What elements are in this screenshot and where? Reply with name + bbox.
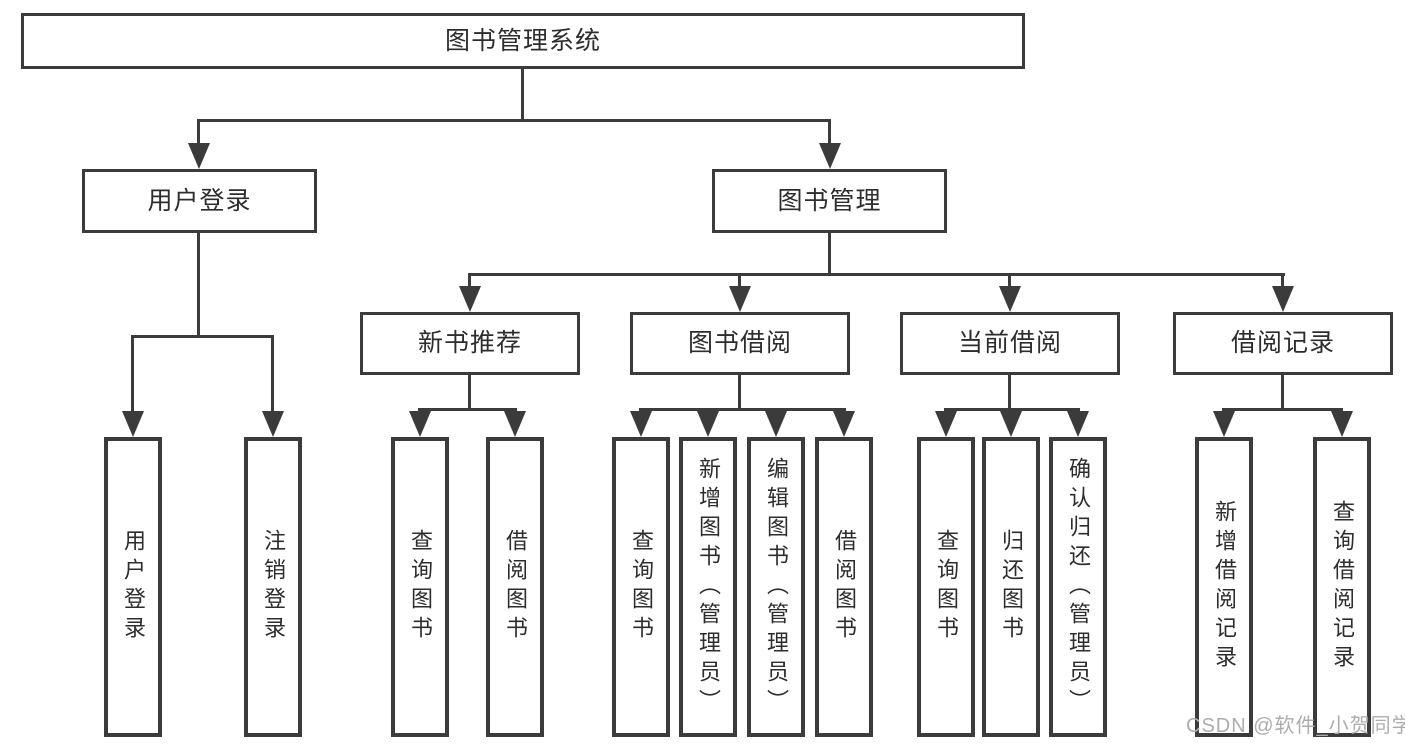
leaf-confirm-return-admin-label: 确认归还（管理员）	[1066, 456, 1091, 718]
arrow-down-icon	[729, 286, 751, 312]
arrow-down-icon	[999, 286, 1021, 312]
leaf-query-book-borrow: 查询图书	[612, 437, 670, 737]
leaf-query-borrow-record: 查询借阅记录	[1313, 437, 1371, 737]
node-borrow-record: 借阅记录	[1173, 312, 1393, 375]
node-user-login: 用户登录	[82, 169, 317, 233]
node-root-label: 图书管理系统	[444, 26, 601, 55]
leaf-query-book-current-label: 查询图书	[934, 529, 959, 645]
arrow-down-icon	[504, 411, 526, 437]
arrow-down-icon	[1213, 411, 1235, 437]
leaf-borrow-book-recommend: 借阅图书	[486, 437, 544, 737]
connector-line	[197, 119, 200, 147]
arrow-down-icon	[459, 286, 481, 312]
leaf-edit-book-admin: 编辑图书（管理员）	[747, 437, 805, 737]
connector-line	[271, 335, 274, 413]
leaf-borrow-book-label: 借阅图书	[832, 529, 857, 645]
node-book-borrow: 图书借阅	[630, 312, 850, 375]
leaf-add-book-admin: 新增图书（管理员）	[679, 437, 737, 737]
leaf-add-borrow-record-label: 新增借阅记录	[1212, 500, 1237, 674]
arrow-down-icon	[630, 411, 652, 437]
connector-line	[131, 335, 274, 338]
leaf-borrow-book: 借阅图书	[815, 437, 873, 737]
connector-line	[1281, 375, 1284, 408]
arrow-down-icon	[935, 411, 957, 437]
connector-line	[131, 335, 134, 413]
leaf-return-book-label: 归还图书	[999, 529, 1024, 645]
leaf-query-book-recommend-label: 查询图书	[408, 529, 433, 645]
leaf-add-book-admin-label: 新增图书（管理员）	[696, 456, 721, 718]
leaf-query-book-current: 查询图书	[917, 437, 975, 737]
leaf-logout-login: 注销登录	[244, 437, 302, 737]
connector-line	[738, 273, 741, 290]
arrow-down-icon	[833, 411, 855, 437]
connector-line	[1222, 408, 1343, 411]
node-borrow-record-label: 借阅记录	[1230, 329, 1335, 357]
node-book-borrow-label: 图书借阅	[687, 329, 792, 357]
arrow-down-icon	[1000, 411, 1022, 437]
node-user-login-label: 用户登录	[147, 186, 252, 215]
leaf-query-borrow-record-label: 查询借阅记录	[1330, 500, 1355, 674]
connector-line	[197, 233, 200, 335]
arrow-down-icon	[1331, 411, 1353, 437]
connector-line	[828, 233, 831, 273]
connector-line	[1281, 273, 1284, 290]
leaf-logout-login-label: 注销登录	[261, 529, 286, 645]
connector-line	[1008, 273, 1011, 290]
arrow-down-icon	[765, 411, 787, 437]
connector-line	[468, 273, 471, 290]
arrow-down-icon	[122, 411, 144, 437]
node-current-borrow-label: 当前借阅	[957, 329, 1062, 357]
connector-line	[468, 375, 471, 408]
connector-line	[418, 408, 517, 411]
arrow-down-icon	[409, 411, 431, 437]
node-root: 图书管理系统	[21, 13, 1025, 69]
leaf-user-login: 用户登录	[104, 437, 162, 737]
leaf-return-book: 归还图书	[982, 437, 1040, 737]
node-book-management-label: 图书管理	[777, 186, 882, 215]
leaf-borrow-book-recommend-label: 借阅图书	[503, 529, 528, 645]
connector-line	[468, 273, 1285, 276]
connector-line	[828, 119, 831, 147]
arrow-down-icon	[1067, 411, 1089, 437]
leaf-edit-book-admin-label: 编辑图书（管理员）	[764, 456, 789, 718]
connector-line	[1008, 375, 1011, 408]
connector-line	[639, 408, 846, 411]
node-new-book-recommend-label: 新书推荐	[417, 329, 522, 357]
leaf-confirm-return-admin: 确认归还（管理员）	[1049, 437, 1107, 737]
connector-line	[738, 375, 741, 408]
node-book-management: 图书管理	[712, 169, 947, 233]
arrow-down-icon	[819, 143, 841, 169]
connector-line	[197, 119, 831, 122]
leaf-user-login-label: 用户登录	[121, 529, 146, 645]
watermark: CSDN @软件_小贺同学	[1186, 715, 1405, 737]
leaf-query-book-borrow-label: 查询图书	[629, 529, 654, 645]
connector-line	[521, 68, 524, 119]
connector-line	[944, 408, 1080, 411]
leaf-add-borrow-record: 新增借阅记录	[1195, 437, 1253, 737]
node-new-book-recommend: 新书推荐	[360, 312, 580, 375]
leaf-query-book-recommend: 查询图书	[391, 437, 449, 737]
arrow-down-icon	[262, 411, 284, 437]
arrow-down-icon	[1272, 286, 1294, 312]
node-current-borrow: 当前借阅	[900, 312, 1120, 375]
arrow-down-icon	[697, 411, 719, 437]
arrow-down-icon	[188, 143, 210, 169]
